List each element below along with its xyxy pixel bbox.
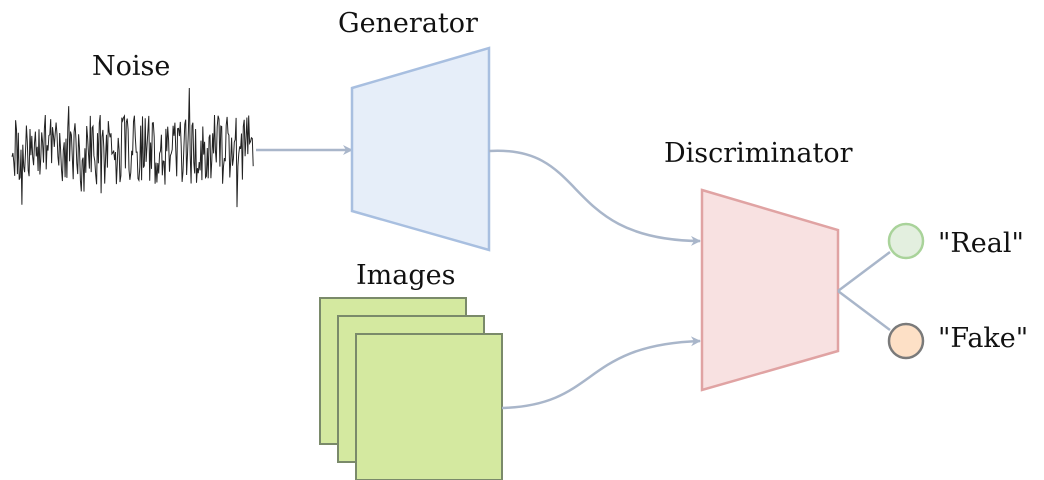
noise-waveform — [11, 87, 254, 208]
noise-signal — [11, 87, 254, 208]
fake-output-label: "Fake" — [938, 323, 1029, 354]
discriminator-to-fake-line — [837, 290, 891, 331]
generator-label: Generator — [338, 8, 478, 39]
images-label: Images — [356, 260, 456, 291]
real-output-label: "Real" — [938, 228, 1024, 259]
real-output-node — [887, 222, 925, 260]
generator-to-discriminator-arrow — [488, 149, 701, 246]
fake-output-node — [887, 322, 925, 360]
noise-label: Noise — [92, 51, 171, 82]
images-stack — [319, 297, 503, 480]
discriminator-to-real-line — [837, 251, 891, 292]
discriminator-label: Discriminator — [664, 138, 853, 169]
image-card-front — [355, 333, 503, 480]
discriminator-block — [700, 188, 840, 392]
images-to-discriminator-arrow — [501, 336, 701, 410]
generator-block — [350, 46, 491, 252]
